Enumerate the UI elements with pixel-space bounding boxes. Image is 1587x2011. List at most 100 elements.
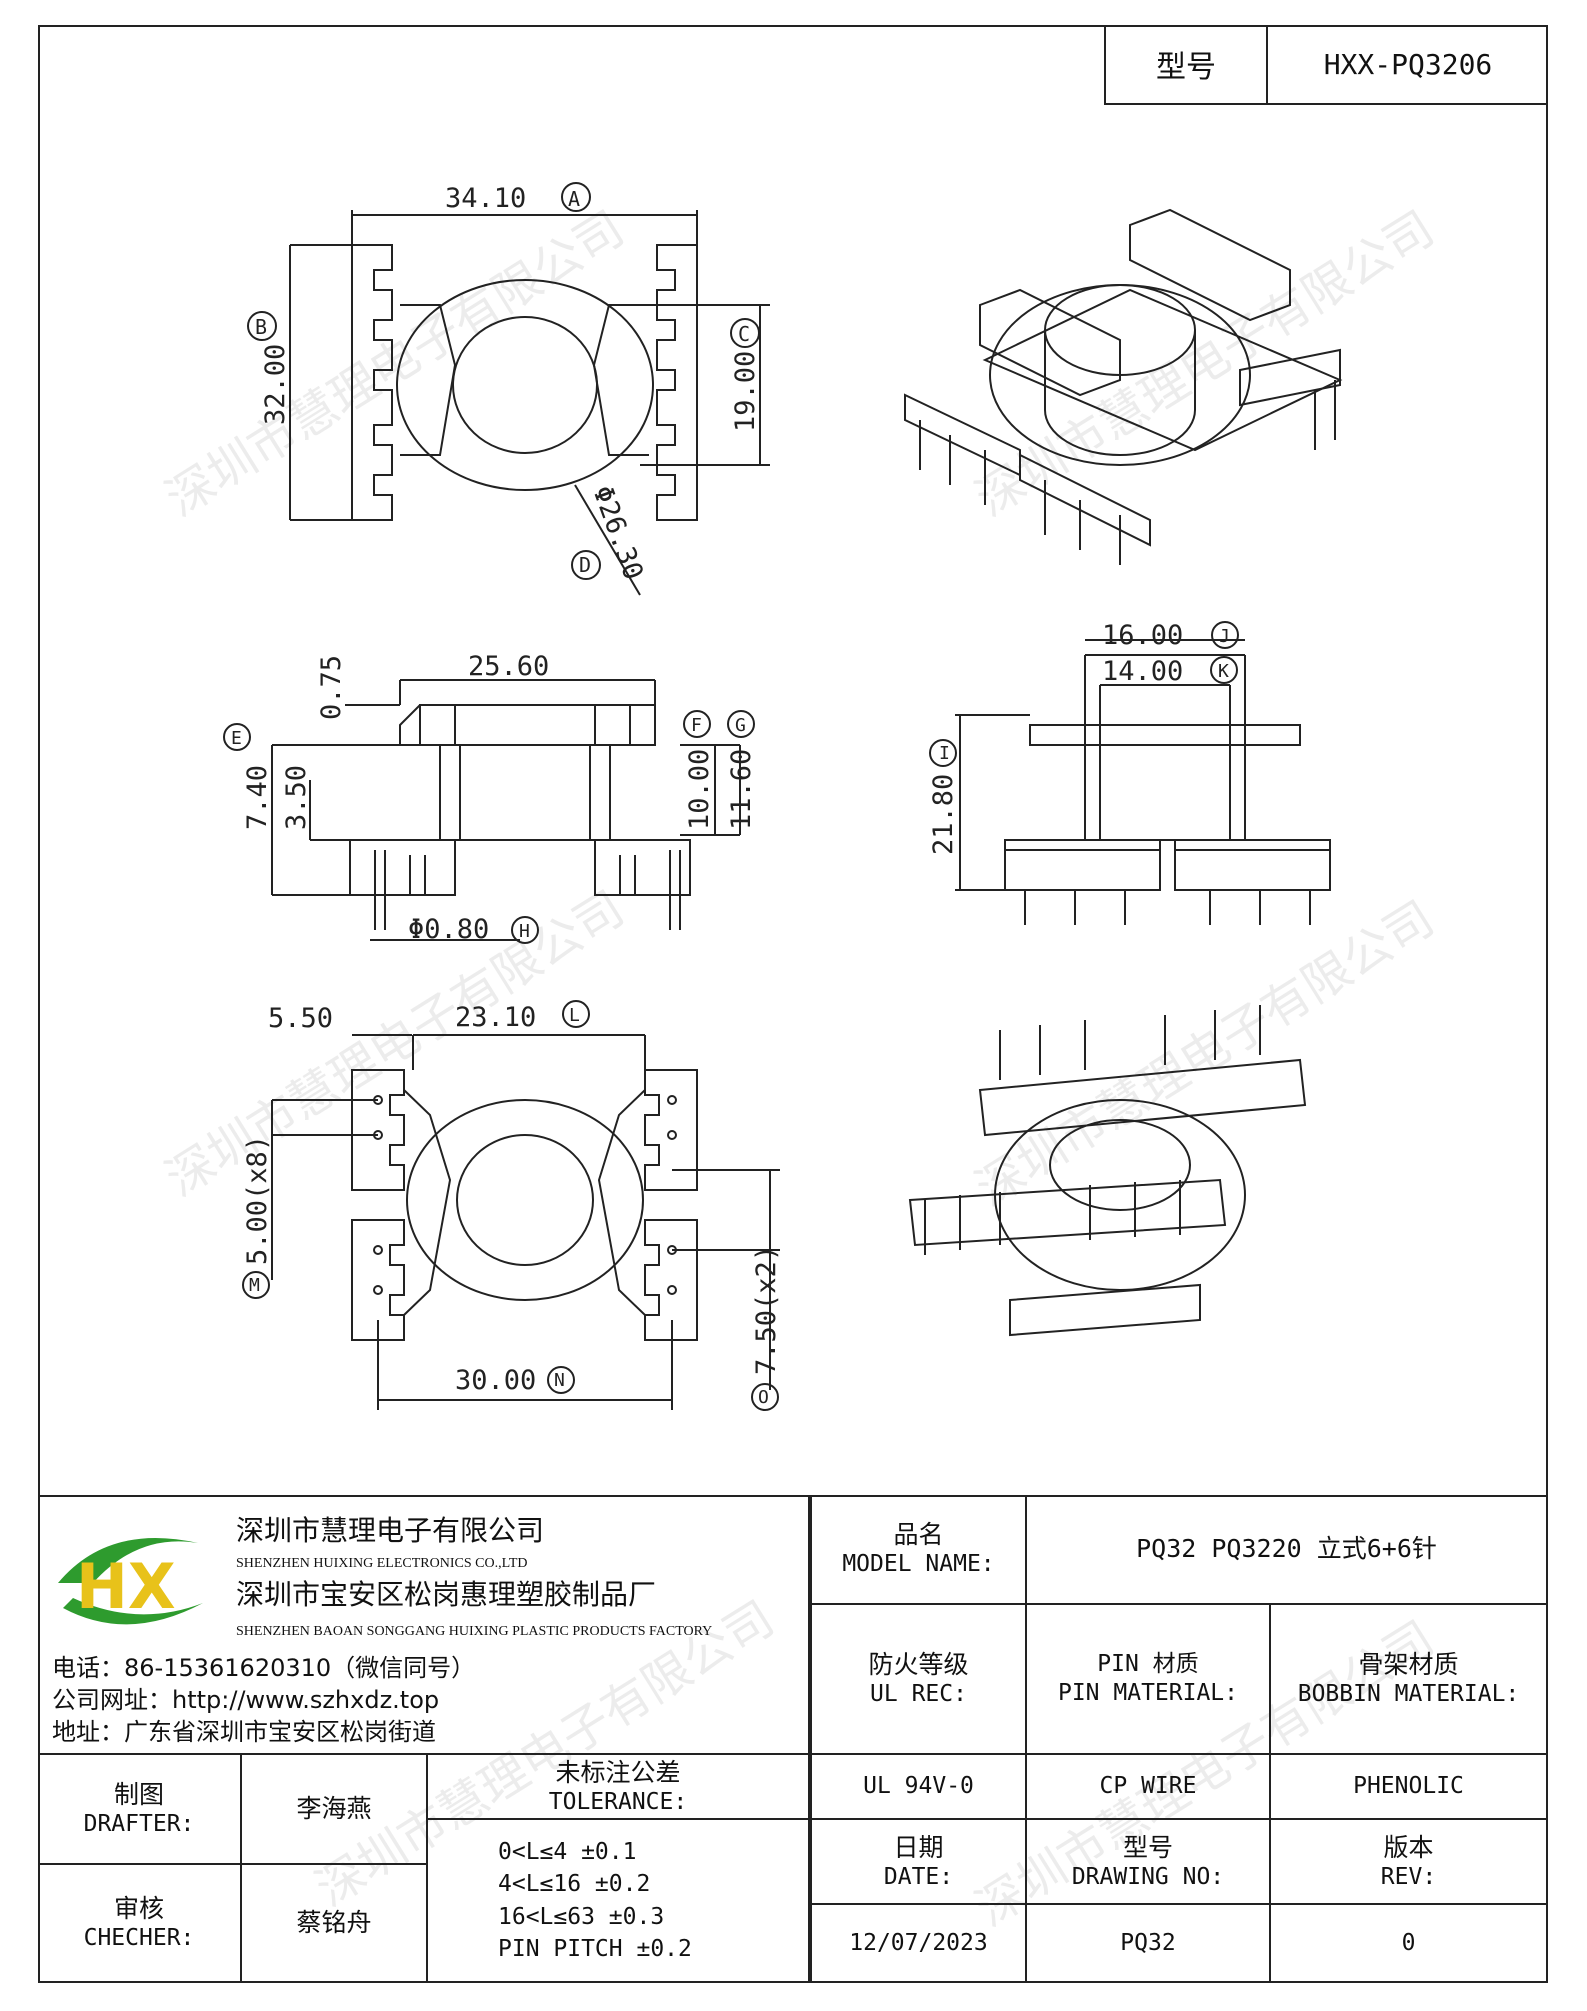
isometric-view-bottom	[908, 1005, 1307, 1337]
pin-material-text: CP WIRE	[1099, 1773, 1197, 1800]
dim-a-letter: A	[568, 187, 580, 211]
dim-pin-offset: 5.50	[268, 1003, 333, 1034]
rev-cn: 版本	[1383, 1832, 1434, 1862]
dim-top-width: 25.60	[468, 651, 549, 682]
rev-en: REV:	[1380, 1863, 1437, 1890]
ul-rec-cn: 防火等级	[868, 1650, 969, 1679]
logo-text: HX	[76, 1550, 176, 1623]
drawing-no-cn: 型号	[1122, 1832, 1173, 1862]
dim-inner-height: 3.50	[281, 765, 312, 830]
rev-value: 0	[1271, 1905, 1548, 1983]
company-name-en: SHENZHEN HUIXING ELECTRONICS CO.,LTD	[236, 1556, 528, 1571]
dim-m-value: 5.00(x8)	[242, 1135, 273, 1265]
checker-name: 蔡铭舟	[296, 1908, 372, 1938]
tolerance-cn: 未标注公差	[555, 1757, 681, 1787]
pin-material-label: PIN 材质 PIN MATERIAL:	[1027, 1605, 1271, 1755]
company-logo: HX	[48, 1513, 218, 1633]
pin-material-en: PIN MATERIAL:	[1057, 1680, 1238, 1706]
dim-o-value: 7.50(x2)	[751, 1245, 782, 1375]
rev-text: 0	[1401, 1929, 1416, 1956]
company-name-cn: 深圳市慧理电子有限公司	[236, 1514, 545, 1547]
model-header-label: 型号	[1106, 25, 1268, 103]
checker-en: CHECHER:	[83, 1925, 195, 1952]
bobbin-material-label: 骨架材质 BOBBIN MATERIAL:	[1271, 1605, 1548, 1755]
date-label: 日期 DATE:	[810, 1820, 1027, 1905]
dim-o-letter: O	[758, 1387, 769, 1408]
pin-material-cn: PIN 材质	[1097, 1651, 1199, 1678]
date-value: 12/07/2023	[810, 1905, 1027, 1983]
dim-n-letter: N	[554, 1370, 565, 1391]
drafter-cn: 制图	[113, 1780, 164, 1809]
rev-label: 版本 REV:	[1271, 1820, 1548, 1905]
ul-rec-value: UL 94V-0	[810, 1755, 1027, 1820]
bobbin-material-en: BOBBIN MATERIAL:	[1297, 1681, 1520, 1708]
ul-rec-en: UL REC:	[870, 1681, 967, 1708]
dim-top-height: 0.75	[316, 655, 347, 720]
model-name-value: PQ32 PQ3220 立式6+6针	[1027, 1495, 1548, 1605]
dim-h-letter: H	[519, 921, 530, 942]
top-view	[247, 182, 770, 596]
dim-k-letter: K	[1218, 661, 1229, 682]
bottom-view	[242, 1000, 780, 1411]
date-text: 12/07/2023	[849, 1929, 988, 1956]
drawing-no-label: 型号 DRAWING NO:	[1027, 1820, 1271, 1905]
drafter-en: DRAFTER:	[83, 1811, 195, 1838]
dim-d-letter: D	[579, 553, 591, 577]
tolerance-line: PIN PITCH ±0.2	[498, 1935, 692, 1962]
dim-k-value: 14.00	[1102, 656, 1183, 687]
company-phone: 电话：86-15361620310（微信同号）	[52, 1654, 476, 1682]
model-name-en: MODEL NAME:	[842, 1551, 995, 1578]
tolerance-en: TOLERANCE:	[548, 1788, 688, 1815]
date-en: DATE:	[883, 1863, 954, 1890]
pin-material-value: CP WIRE	[1027, 1755, 1271, 1820]
logo-icon: HX	[58, 1538, 203, 1625]
dim-h-value: Φ0.80	[408, 914, 489, 945]
company-block: HX 深圳市慧理电子有限公司 SHENZHEN HUIXING ELECTRON…	[38, 1495, 810, 1755]
factory-name-cn: 深圳市宝安区松岗惠理塑胶制品厂	[236, 1578, 657, 1611]
drawing-no-en: DRAWING NO:	[1071, 1863, 1225, 1890]
tolerance-line: 0<L≤4 ±0.1	[498, 1839, 637, 1866]
checker-value: 蔡铭舟	[242, 1865, 428, 1983]
model-header: 型号 HXX-PQ3206	[1104, 25, 1548, 105]
model-name-label: 品名 MODEL NAME:	[810, 1495, 1027, 1605]
dim-d-value: Φ26.30	[586, 482, 648, 584]
dim-a-value: 34.10	[445, 183, 526, 214]
dim-g-value: 11.60	[726, 749, 757, 830]
dim-j-value: 16.00	[1102, 620, 1183, 651]
isometric-view-top	[904, 208, 1343, 565]
tolerance-values: 0<L≤4 ±0.1 4<L≤16 ±0.2 16<L≤63 ±0.3 PIN …	[428, 1820, 810, 1983]
ul-rec-text: UL 94V-0	[863, 1773, 974, 1800]
model-name-text: PQ32 PQ3220 立式6+6针	[1136, 1534, 1437, 1564]
dim-b-letter: B	[255, 315, 267, 339]
tolerance-label: 未标注公差 TOLERANCE:	[428, 1755, 810, 1820]
dim-l-letter: L	[569, 1005, 580, 1026]
side-view	[223, 679, 755, 944]
title-block: HX 深圳市慧理电子有限公司 SHENZHEN HUIXING ELECTRON…	[38, 1495, 1548, 1983]
drafter-name: 李海燕	[296, 1794, 372, 1824]
ul-rec-label: 防火等级 UL REC:	[810, 1605, 1027, 1755]
company-website[interactable]: 公司网址：http://www.szhxdz.top	[52, 1686, 440, 1714]
bobbin-material-text: PHENOLIC	[1353, 1773, 1464, 1800]
drawing-no-text: PQ32	[1120, 1929, 1176, 1956]
checker-label: 审核 CHECHER:	[38, 1865, 242, 1983]
dim-c-letter: C	[738, 322, 750, 346]
dim-i-letter: I	[939, 743, 950, 764]
tolerance-line: 16<L≤63 ±0.3	[498, 1903, 665, 1930]
dim-e-value: 7.40	[242, 765, 273, 830]
date-cn: 日期	[893, 1832, 944, 1862]
dim-n-value: 30.00	[455, 1365, 536, 1396]
dim-f-value: 10.00	[684, 749, 715, 830]
drafter-value: 李海燕	[242, 1755, 428, 1865]
dim-b-value: 32.00	[260, 344, 291, 425]
dim-e-letter: E	[231, 728, 242, 749]
drawing-no-value: PQ32	[1027, 1905, 1271, 1983]
dim-c-value: 19.00	[730, 351, 761, 432]
dim-m-letter: M	[249, 1275, 260, 1296]
drafter-label: 制图 DRAFTER:	[38, 1755, 242, 1865]
checker-cn: 审核	[113, 1894, 164, 1923]
bobbin-material-value: PHENOLIC	[1271, 1755, 1548, 1820]
factory-name-en: SHENZHEN BAOAN SONGGANG HUIXING PLASTIC …	[236, 1624, 713, 1639]
model-header-value: HXX-PQ3206	[1323, 47, 1493, 81]
front-view	[929, 621, 1331, 925]
